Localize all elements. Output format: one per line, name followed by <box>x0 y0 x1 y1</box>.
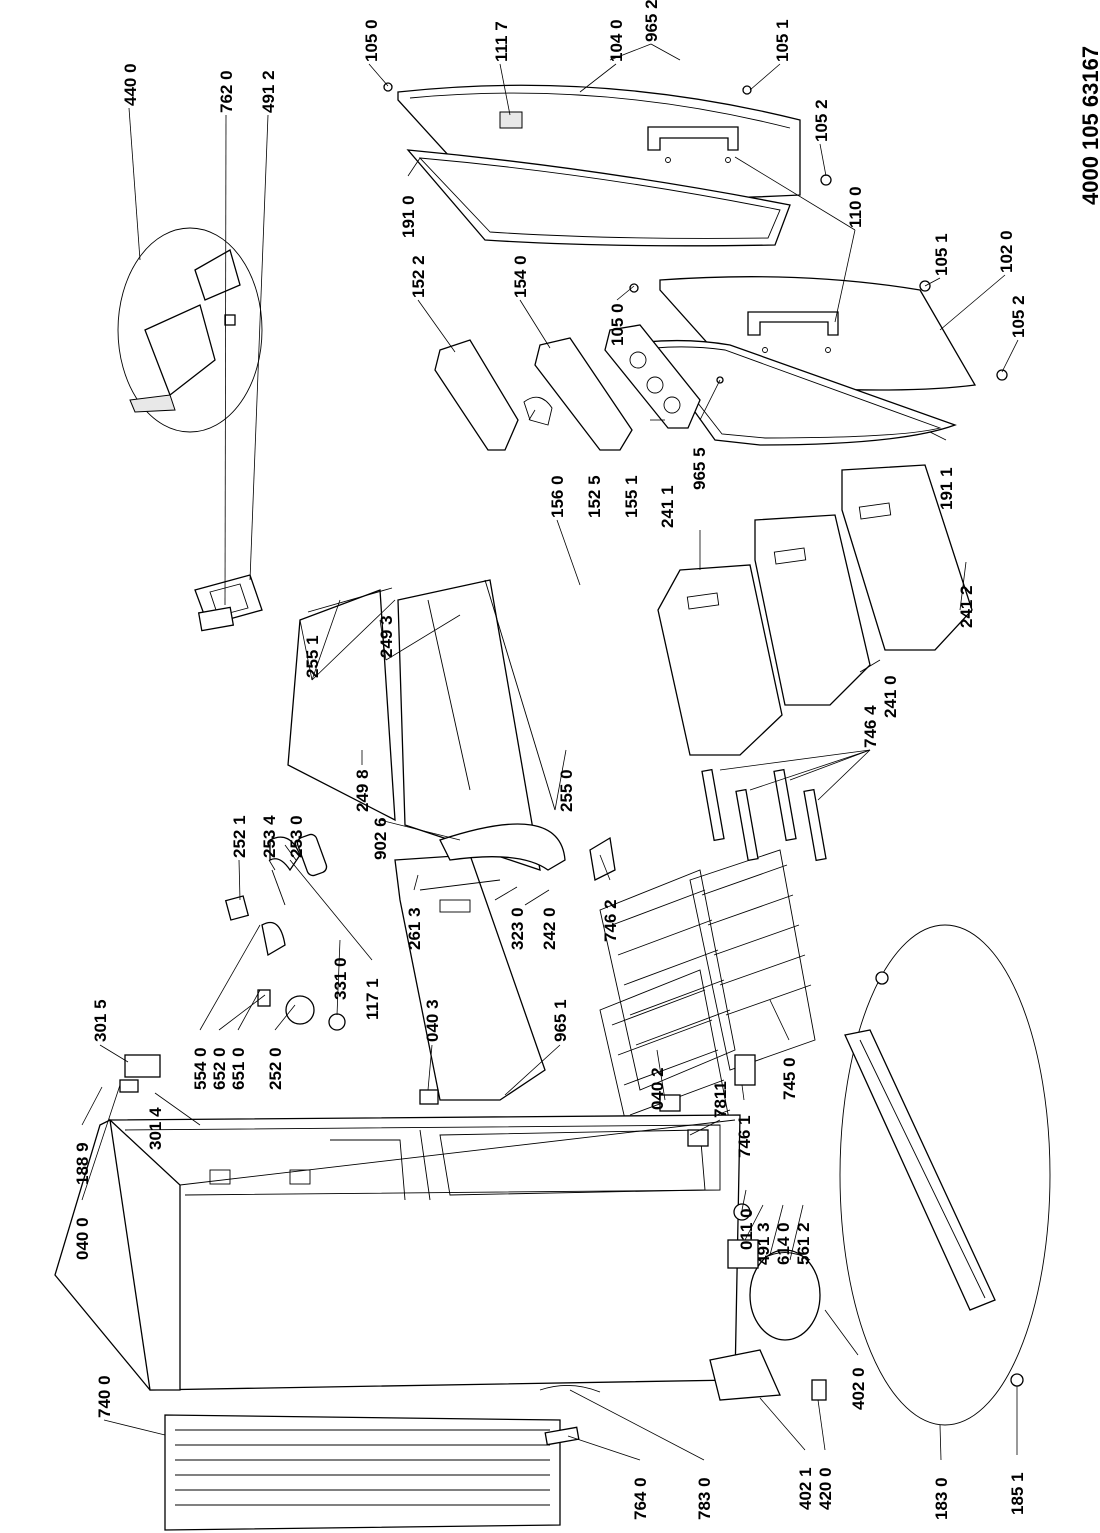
label-965-1: 965 1 <box>551 999 570 1042</box>
thermostat <box>194 574 263 632</box>
label-323-0: 323 0 <box>508 907 527 950</box>
label-105-1-top: 105 1 <box>773 19 792 62</box>
label-440-0: 440 0 <box>121 63 140 106</box>
label-105-2-mid: 105 2 <box>1009 295 1028 338</box>
label-554-0: 554 0 <box>191 1047 210 1090</box>
label-011-0: 011 0 <box>737 1208 756 1250</box>
label-183-0: 183 0 <box>932 1477 951 1520</box>
part-labels: 105 0 111 7 104 0 965 2 105 1 105 2 110 … <box>73 0 1100 1520</box>
label-117-1: 117 1 <box>363 978 382 1020</box>
label-105-0-top: 105 0 <box>362 19 381 62</box>
label-614-0: 614 0 <box>774 1222 793 1265</box>
label-402-1: 402 1 <box>796 1467 815 1510</box>
condenser-coil <box>164 1414 561 1531</box>
label-102-0: 102 0 <box>997 230 1016 273</box>
drawer-rails <box>589 768 827 881</box>
glass-shelves <box>287 579 556 871</box>
label-188-9: 188 9 <box>73 1142 92 1185</box>
label-746-1: 746 1 <box>735 1115 754 1158</box>
label-110-0: 110 0 <box>846 186 865 228</box>
label-746-4: 746 4 <box>861 705 880 748</box>
hardware-screws <box>119 82 1008 1221</box>
label-7811: 7811 <box>711 1081 730 1118</box>
label-255-0: 255 0 <box>557 769 576 812</box>
label-105-1-mid: 105 1 <box>932 233 951 276</box>
leader-lines <box>81 43 1019 1461</box>
label-762-0: 762 0 <box>217 70 236 113</box>
label-156-0: 156 0 <box>548 475 567 518</box>
label-491-3: 491 3 <box>754 1222 773 1265</box>
label-420-0: 420 0 <box>816 1467 835 1510</box>
label-104-0: 104 0 <box>607 19 626 62</box>
crisper-drawers <box>657 464 973 756</box>
compressor <box>539 1239 827 1446</box>
label-241-2: 241 2 <box>957 585 976 628</box>
label-241-1: 241 1 <box>658 485 677 528</box>
label-261-3: 261 3 <box>405 907 424 950</box>
label-040-2: 040 2 <box>648 1067 667 1110</box>
label-331-0: 331 0 <box>331 957 350 1000</box>
label-242-0: 242 0 <box>540 907 559 950</box>
label-745-0: 745 0 <box>780 1057 799 1100</box>
door-bins <box>434 324 701 451</box>
label-105-2-top: 105 2 <box>812 99 831 142</box>
label-740-0: 740 0 <box>95 1375 114 1418</box>
label-191-0: 191 0 <box>399 195 418 238</box>
label-652-0: 652 0 <box>210 1047 229 1090</box>
label-185-1: 185 1 <box>1008 1472 1027 1515</box>
document-code: 4000 105 63167 <box>1078 46 1100 205</box>
label-783-0: 783 0 <box>695 1477 714 1520</box>
upper-door-gasket <box>406 149 791 247</box>
label-255-1: 255 1 <box>303 635 322 678</box>
label-253-4: 253 4 <box>260 815 279 858</box>
label-965-2: 965 2 <box>642 0 661 42</box>
label-301-4: 301 4 <box>146 1107 165 1150</box>
label-191-1: 191 1 <box>937 467 956 510</box>
label-152-5: 152 5 <box>585 475 604 518</box>
label-154-0: 154 0 <box>511 255 530 298</box>
label-252-0: 252 0 <box>266 1047 285 1090</box>
electronics-module <box>117 227 263 433</box>
base-plate-assembly <box>839 924 1051 1426</box>
label-155-1: 155 1 <box>622 475 641 518</box>
label-561-2: 561 2 <box>794 1222 813 1265</box>
label-491-2: 491 2 <box>259 70 278 113</box>
label-249-8: 249 8 <box>353 769 372 812</box>
label-241-0: 241 0 <box>881 675 900 718</box>
freezer-drawer <box>394 823 566 1101</box>
parts-drawing <box>54 82 1051 1531</box>
label-152-2: 152 2 <box>409 255 428 298</box>
label-902-6: 902 6 <box>371 817 390 860</box>
label-651-0: 651 0 <box>229 1047 248 1090</box>
label-040-3: 040 3 <box>423 999 442 1042</box>
label-764-0: 764 0 <box>631 1477 650 1520</box>
label-111-7: 111 7 <box>492 21 511 62</box>
label-746-2: 746 2 <box>601 899 620 942</box>
label-249-3: 249 3 <box>377 615 396 658</box>
label-105-0-mid: 105 0 <box>608 303 627 346</box>
label-965-5: 965 5 <box>690 447 709 490</box>
lower-door-gasket <box>643 339 957 446</box>
label-252-1: 252 1 <box>230 815 249 858</box>
light-assembly <box>224 833 346 1031</box>
label-301-5: 301 5 <box>91 999 110 1042</box>
label-253-0: 253 0 <box>287 815 306 858</box>
label-402-0: 402 0 <box>849 1367 868 1410</box>
refrigerator-cabinet <box>54 1114 741 1391</box>
label-040-0: 040 0 <box>73 1217 92 1260</box>
